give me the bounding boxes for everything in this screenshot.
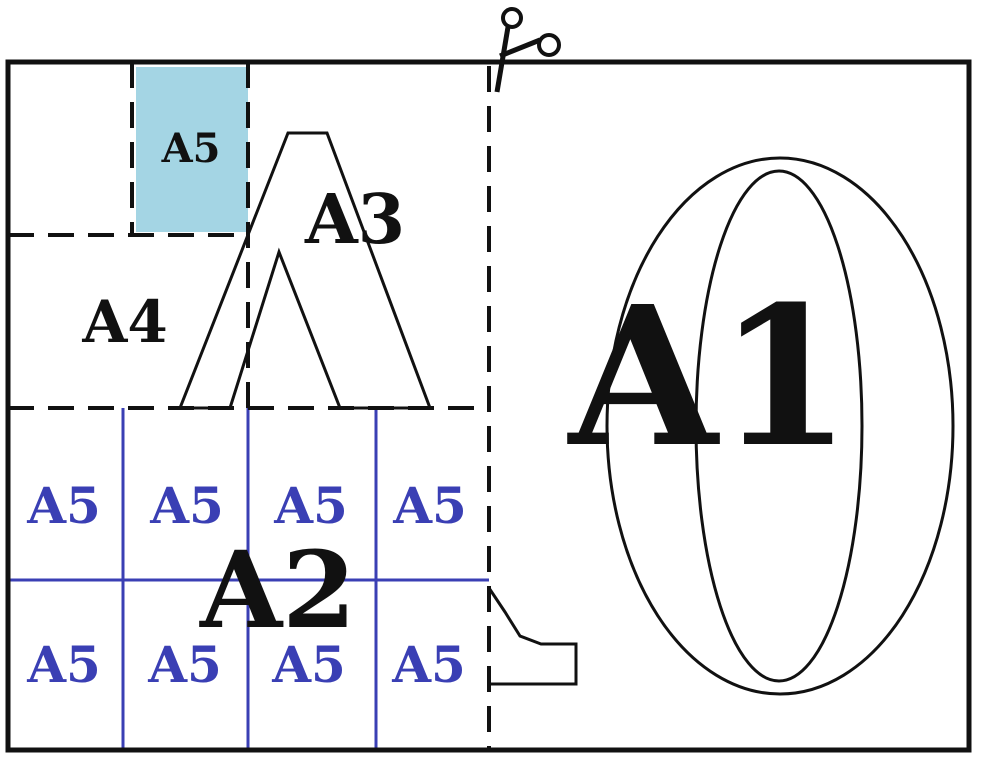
- a5-grid-label: A5: [392, 476, 467, 535]
- a5-grid-label: A5: [149, 476, 224, 535]
- fold-lines: [8, 62, 491, 752]
- a5-grid-label: A5: [26, 476, 101, 535]
- a5-grid-label: A5: [273, 476, 348, 535]
- sheet-border: [5, 59, 972, 753]
- a5-grid-labels: A5 A5 A5 A5 A5 A5 A5 A5: [26, 476, 467, 694]
- a5-grid-lines: [8, 408, 489, 748]
- a5-grid-label: A5: [147, 635, 222, 694]
- a5-grid-label: A5: [271, 635, 346, 694]
- zero-outline: [605, 156, 955, 696]
- a1-label: A1: [567, 265, 852, 490]
- a5-grid-label: A5: [391, 635, 466, 694]
- a5-highlight-label: A5: [161, 125, 221, 172]
- glyph-foot-outline: [487, 587, 578, 686]
- a3-label: A3: [304, 180, 405, 260]
- a5-grid-label: A5: [26, 635, 101, 694]
- a5-highlight-cell: [136, 67, 248, 232]
- a4-label: A4: [81, 288, 167, 356]
- scissors-icon: [494, 7, 561, 93]
- a2-label: A2: [199, 527, 356, 652]
